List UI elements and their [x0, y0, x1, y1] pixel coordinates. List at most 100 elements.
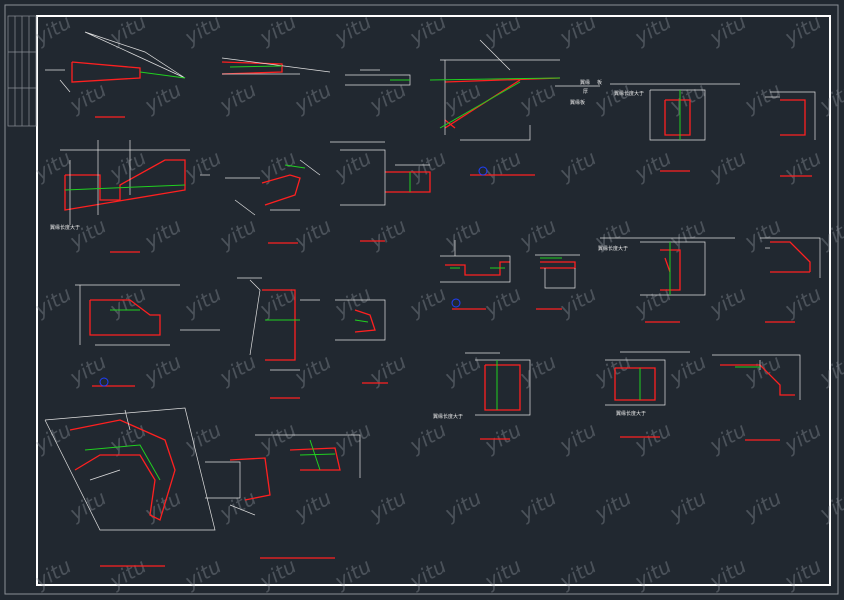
dimension-line [712, 354, 801, 400]
steel-section-outline [780, 99, 806, 136]
watermark-text: yitu [630, 282, 676, 322]
watermark-text: yitu [665, 78, 711, 118]
dimension-line [89, 469, 121, 481]
center-line [284, 164, 306, 169]
label-flange-length: 翼缘长度大于 [614, 90, 644, 97]
watermark-text: yitu [480, 418, 526, 458]
center-line [64, 184, 186, 191]
watermark-text: yitu [105, 146, 151, 186]
label-flange-length: 翼缘长度大于 [616, 410, 646, 417]
dimension-line [479, 39, 511, 71]
section-marker-circle [451, 298, 461, 308]
dimension-line [760, 237, 821, 278]
watermark-text: yitu [65, 78, 111, 118]
watermark-text: yitu [555, 146, 601, 186]
watermark-text: yitu [665, 486, 711, 526]
center-line [84, 444, 161, 481]
watermark-text: yitu [405, 282, 451, 322]
watermark-text: yitu [440, 78, 486, 118]
watermark-text: yitu [65, 214, 111, 254]
label-flange-length: 翼缘长度大于 [50, 224, 80, 231]
dimension-line [475, 359, 531, 416]
note-flange-plate: 翼缘板 [570, 99, 585, 106]
watermark-text: yitu [630, 146, 676, 186]
steel-section-outline [614, 367, 656, 401]
watermark-text: yitu [480, 146, 526, 186]
steel-section-outline [221, 61, 283, 75]
center-line [429, 77, 561, 81]
watermark-text: yitu [215, 78, 261, 118]
watermark-text: yitu [440, 350, 486, 390]
outer-sheet-border [4, 4, 839, 595]
watermark-text: yitu [705, 418, 751, 458]
steel-section-outline [69, 419, 176, 521]
watermark-text: yitu [555, 418, 601, 458]
watermark-text: yitu [740, 78, 786, 118]
watermark-text: yitu [180, 554, 226, 594]
watermark-text: yitu [555, 554, 601, 594]
dimension-line [460, 125, 531, 141]
watermark-text: yitu [705, 554, 751, 594]
watermark-text: yitu [365, 486, 411, 526]
watermark-text: yitu [290, 78, 336, 118]
dimension-line [299, 159, 321, 176]
watermark-text: yitu [405, 418, 451, 458]
steel-section-outline [444, 119, 456, 129]
title-block-grid [7, 15, 37, 127]
watermark-text: yitu [330, 554, 376, 594]
watermark-text: yitu [515, 486, 561, 526]
detail-figures [44, 31, 821, 567]
watermark-text: yitu [590, 350, 636, 390]
dimension-line [255, 434, 361, 478]
watermark-text: yitu [180, 418, 226, 458]
steel-section-outline [229, 457, 271, 501]
watermark-text: yitu [405, 554, 451, 594]
watermark-text: yitu [740, 486, 786, 526]
dimension-line [221, 57, 331, 73]
watermark-text: yitu [290, 486, 336, 526]
steel-section-outline [770, 241, 811, 272]
watermark-text: yitu [140, 350, 186, 390]
watermark-text: yitu [405, 146, 451, 186]
steel-section-outline [720, 364, 795, 396]
watermark-text: yitu [180, 146, 226, 186]
watermark-text: yitu [630, 418, 676, 458]
watermark-text: yitu [590, 486, 636, 526]
label-flange-length: 翼缘长度大于 [433, 413, 463, 420]
watermark-text: yitu [665, 350, 711, 390]
watermark-text: yitu [780, 146, 826, 186]
steel-section-outline [445, 261, 510, 276]
section-marker-circle [99, 377, 109, 387]
watermark-text: yitu [515, 350, 561, 390]
center-line [354, 319, 369, 323]
center-line [309, 439, 321, 471]
watermark-text: yitu [705, 282, 751, 322]
dimension-line [440, 255, 511, 283]
dimension-line [770, 91, 816, 140]
steel-section-outline [484, 364, 521, 411]
watermark-text: yitu [480, 282, 526, 322]
detail-labels: 翼缘长度大于 翼缘长度大于 翼缘长度大于 翼缘长度大于 翼缘长度大于 翼缘 板 … [50, 79, 646, 420]
dimension-line [340, 149, 386, 206]
steel-section-outline [540, 261, 576, 269]
center-line [299, 453, 336, 456]
dimension-line [544, 268, 576, 289]
steel-section-outline [71, 61, 141, 83]
watermark-text: yitu [255, 418, 301, 458]
dimension-line [335, 299, 386, 341]
watermark-text: yitu [180, 282, 226, 322]
watermark-text: yitu [780, 418, 826, 458]
watermark-text: yitu [630, 554, 676, 594]
dimension-line [84, 31, 186, 79]
watermark-text: yitu [740, 214, 786, 254]
section-marker-circle [478, 166, 488, 176]
dimension-line [649, 89, 706, 141]
watermark-text: yitu [330, 146, 376, 186]
steel-section-outline [261, 174, 301, 206]
watermark-text: yitu [290, 214, 336, 254]
dimension-line [44, 407, 216, 531]
drawing-frame [36, 15, 831, 586]
watermark-text: yitu [365, 350, 411, 390]
watermark-text: yitu [140, 78, 186, 118]
